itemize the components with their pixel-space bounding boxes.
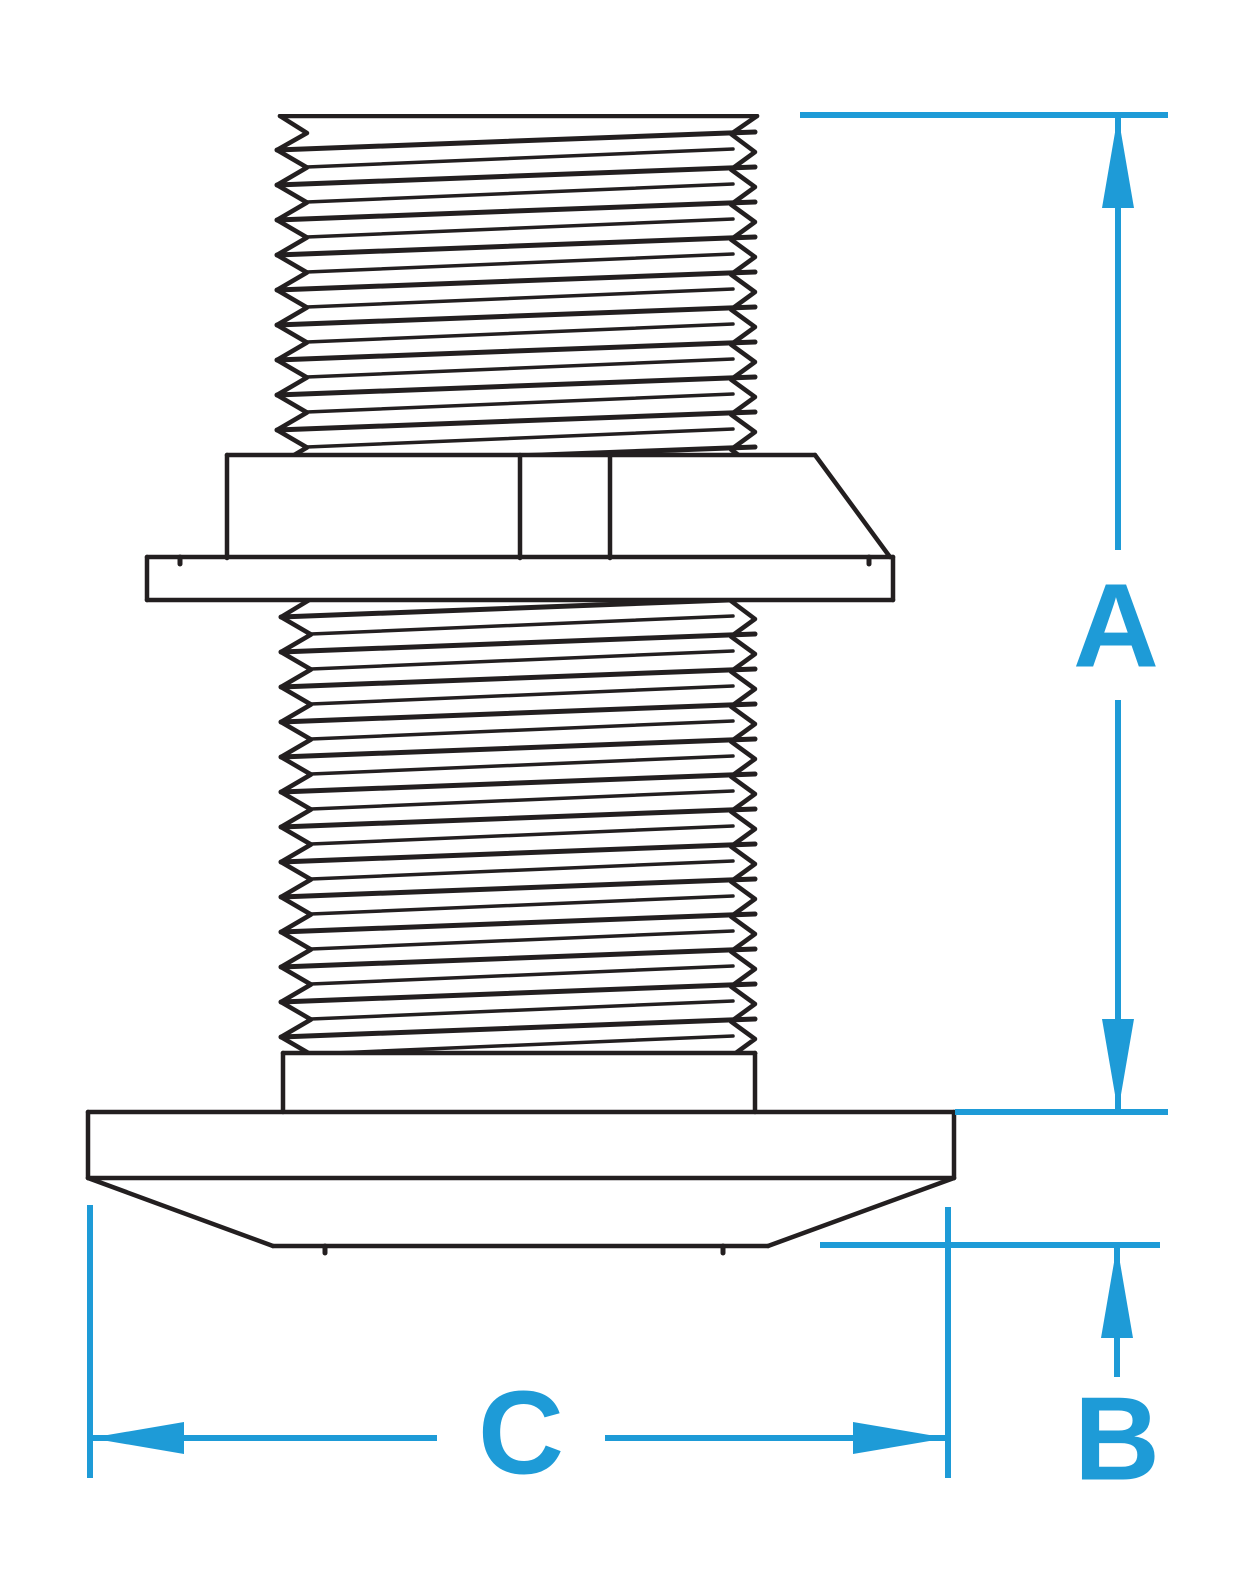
hex-nut: [224, 452, 893, 561]
thread-line: [305, 427, 735, 449]
thread-line: [278, 631, 758, 655]
thread-line: [305, 357, 735, 379]
thread-line: [311, 1071, 733, 1089]
thread-line: [274, 304, 758, 328]
dimension-label-a: A: [1073, 559, 1159, 693]
thread-line: [278, 841, 758, 865]
thread-line: [274, 114, 310, 456]
thread-line: [274, 269, 758, 293]
thread-line: [305, 392, 735, 414]
thread-line: [689, 1051, 758, 1054]
thread-line: [278, 876, 758, 900]
dim-c-arrow-left-icon: [90, 1422, 184, 1454]
thread-line: [309, 649, 735, 671]
thread-line: [305, 287, 735, 309]
thread-line: [274, 409, 758, 433]
thread-line: [305, 182, 735, 204]
thread-line: [309, 894, 735, 916]
thread-line: [278, 981, 758, 1005]
thread-line: [274, 234, 758, 258]
thread-line: [305, 322, 735, 344]
thread-line: [305, 217, 735, 239]
dim-a-arrow-up-icon: [1102, 115, 1134, 208]
thread-line: [278, 701, 758, 725]
dim-a-arrow-down-icon: [1102, 1019, 1134, 1112]
thread-line: [278, 666, 758, 690]
thread-line: [278, 1016, 758, 1040]
dim-c-arrow-right-icon: [853, 1422, 947, 1454]
thread-line: [278, 599, 314, 1054]
thread-line: [309, 684, 735, 706]
thread-line: [274, 339, 758, 363]
flange-right-bevel: [765, 1175, 957, 1249]
thread-line: [274, 199, 758, 223]
thread-line: [309, 824, 735, 846]
thread-line: [309, 929, 735, 951]
thread-line: [278, 911, 758, 935]
thread-line: [274, 374, 758, 398]
thread-line: [278, 806, 758, 830]
dim-b-arrow-up-icon: [1101, 1245, 1133, 1338]
upper-thread-section: [274, 114, 760, 500]
thread-line: [309, 789, 735, 811]
nut-chamfer-edge: [812, 452, 893, 560]
thread-line: [309, 719, 735, 741]
lower-thread-section: [278, 599, 758, 1089]
dimension-label-b: B: [1074, 1372, 1160, 1506]
thread-line: [274, 129, 758, 153]
thread-line: [728, 114, 760, 456]
flange-left-bevel: [85, 1175, 276, 1249]
thread-line: [309, 859, 735, 881]
thread-line: [278, 771, 758, 795]
thread-line: [305, 147, 735, 169]
thread-line: [449, 444, 758, 456]
dimensions: [87, 112, 1168, 1478]
thread-line: [278, 736, 758, 760]
dimension-label-c: C: [478, 1366, 564, 1500]
shoulder: [280, 1050, 758, 1115]
washer-flange: [144, 554, 896, 603]
thread-line: [309, 964, 735, 986]
thread-line: [309, 754, 735, 776]
thread-line: [278, 946, 758, 970]
base-flange: [85, 1109, 957, 1256]
thread-line: [278, 599, 758, 620]
thread-line: [309, 614, 735, 636]
thread-line: [309, 999, 735, 1021]
thread-line: [274, 164, 758, 188]
thread-line: [305, 252, 735, 274]
thread-line: [277, 482, 755, 500]
